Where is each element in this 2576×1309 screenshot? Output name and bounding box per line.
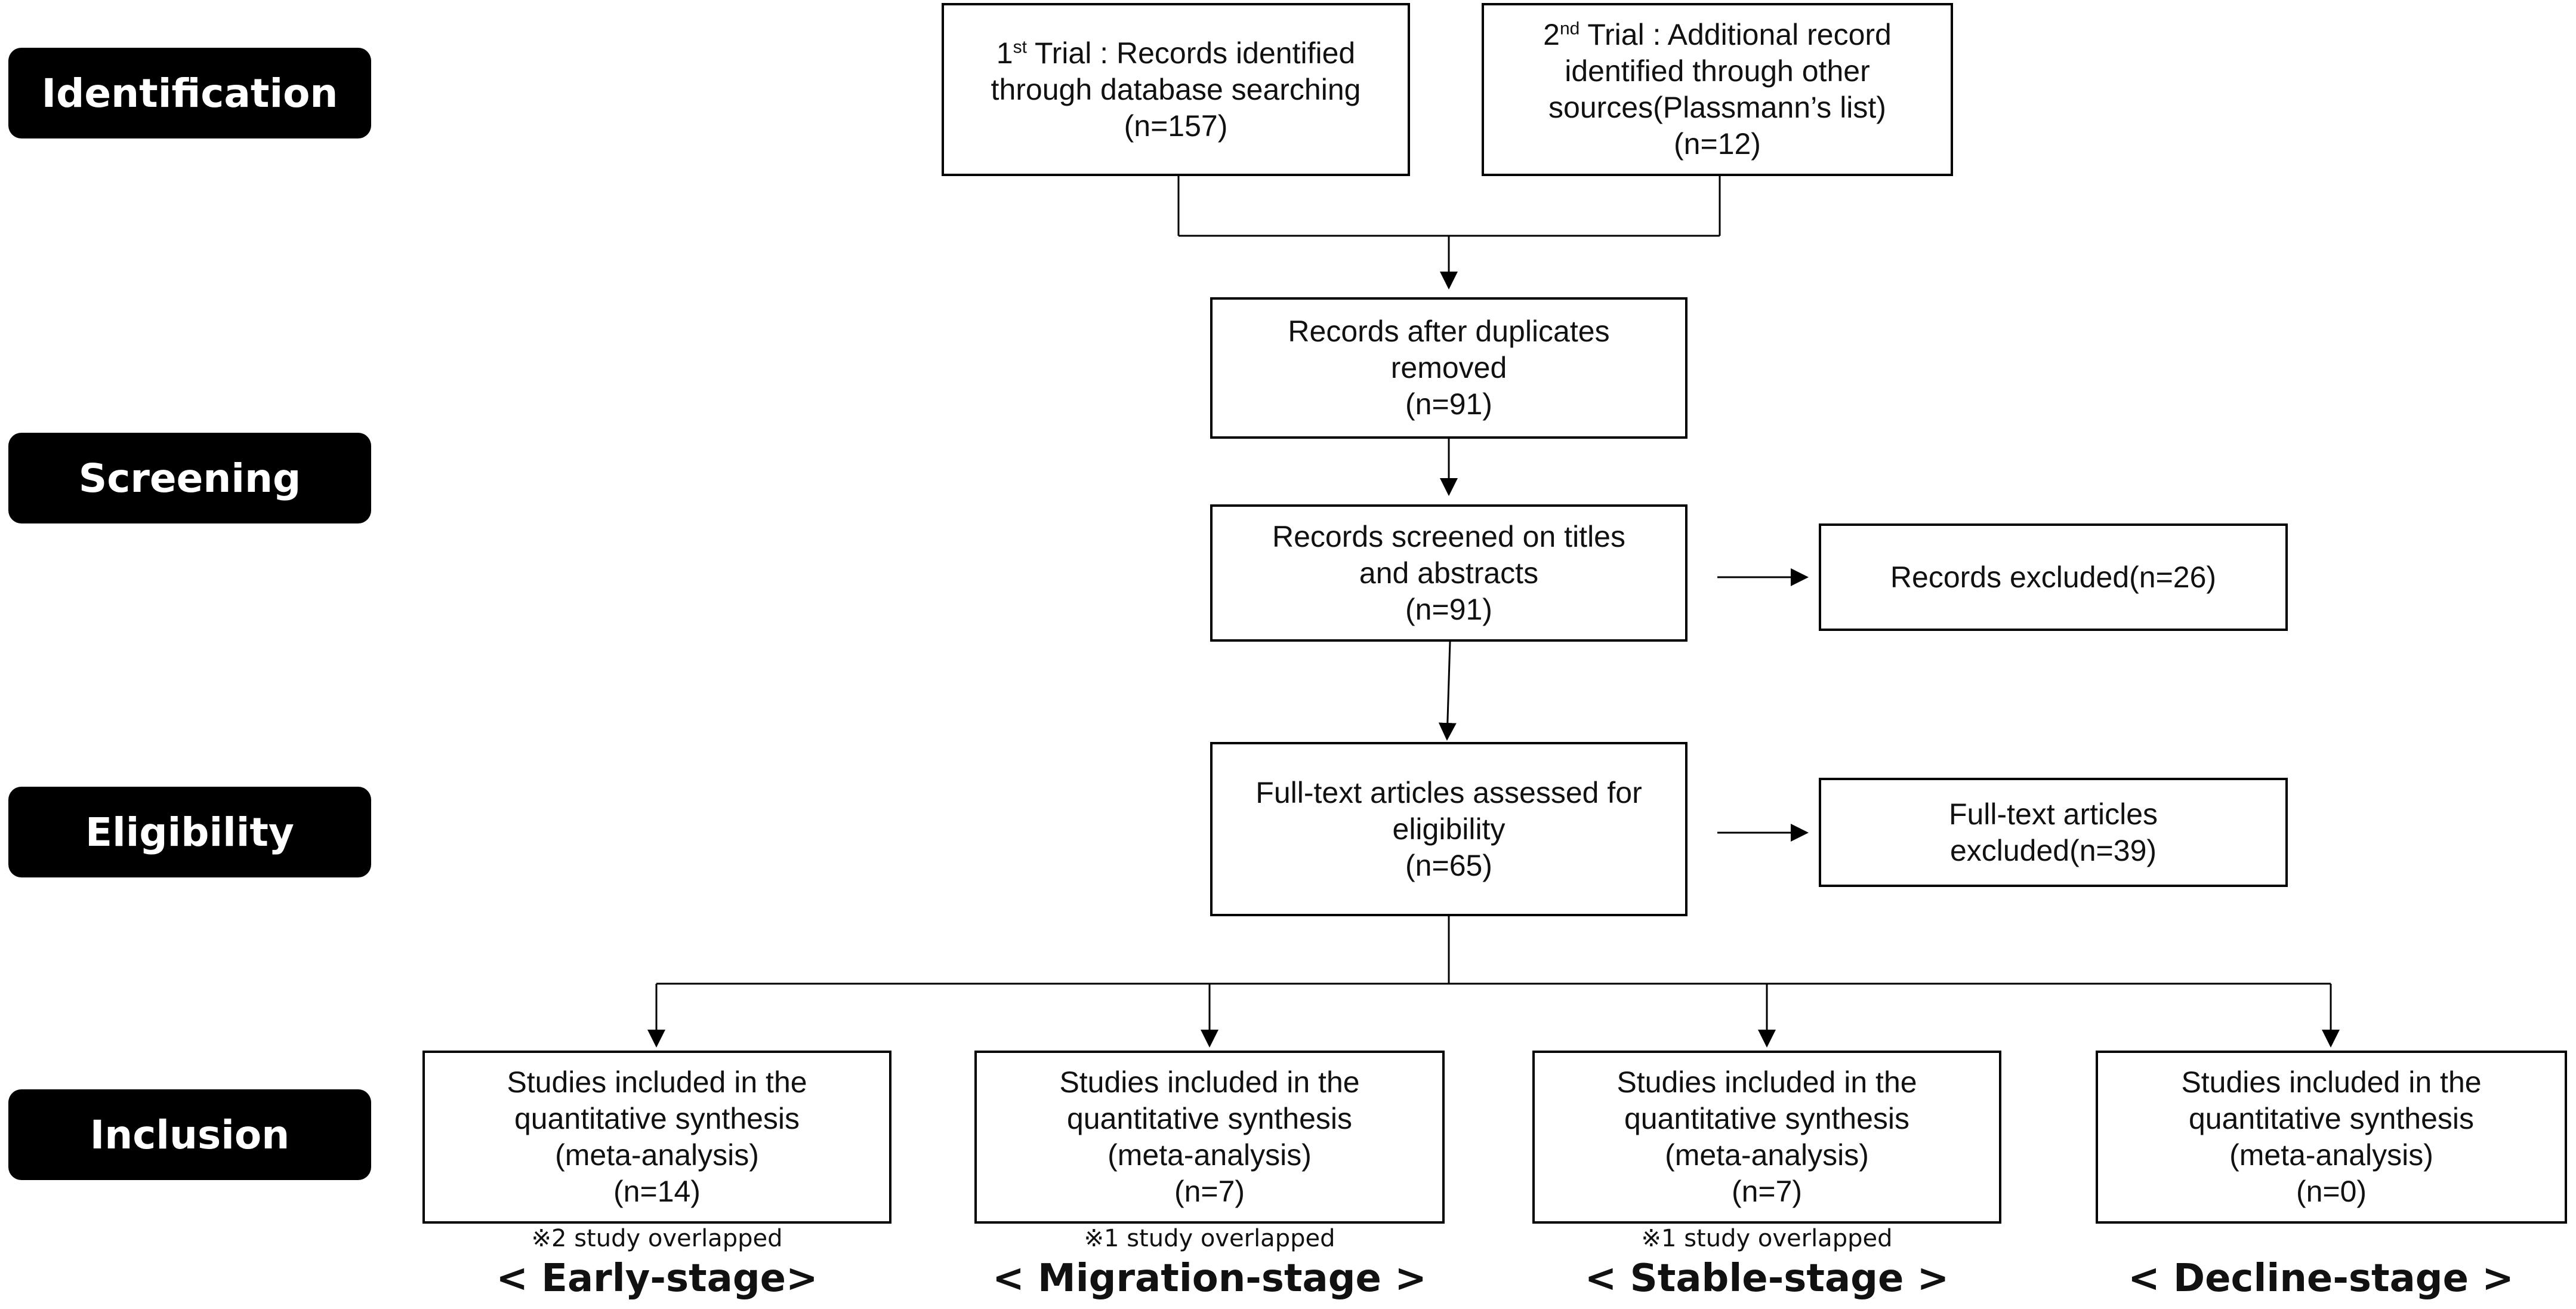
inclusion-box-migration: Studies included in the quantitative syn… xyxy=(974,1051,1445,1224)
stage-label-stable: < Stable-stage > xyxy=(1584,1256,1949,1301)
screened-box: Records screened on titles and abstracts… xyxy=(1210,504,1687,642)
trial2-box: 2nd Trial : Additional record identified… xyxy=(1482,3,1953,176)
fulltext-box: Full-text articles assessed for eligibil… xyxy=(1210,742,1687,916)
phase-eligibility: Eligibility xyxy=(8,787,371,877)
stage-label-early: < Early-stage> xyxy=(496,1256,818,1301)
phase-identification: Identification xyxy=(8,48,371,138)
inclusion-box-decline: Studies included in the quantitative syn… xyxy=(2096,1051,2567,1224)
phase-screening: Screening xyxy=(8,433,371,523)
inclusion-box-early: Studies included in the quantitative syn… xyxy=(422,1051,891,1224)
overlap-note-migration: ※1 study overlapped xyxy=(1084,1225,1335,1252)
overlap-note-early: ※2 study overlapped xyxy=(531,1225,783,1252)
excluded-records-box: Records excluded(n=26) xyxy=(1819,523,2288,631)
stage-label-decline: < Decline-stage > xyxy=(2128,1256,2514,1301)
arrow-to-fulltext xyxy=(1438,641,1457,741)
inclusion-box-stable: Studies included in the quantitative syn… xyxy=(1532,1051,2001,1224)
excluded-fulltext-box: Full-text articles excluded(n=39) xyxy=(1819,778,2288,887)
phase-inclusion: Inclusion xyxy=(8,1089,371,1180)
overlap-note-stable: ※1 study overlapped xyxy=(1641,1225,1893,1252)
duplicates-box: Records after duplicates removed (n=91) xyxy=(1210,297,1687,439)
stage-label-migration: < Migration-stage > xyxy=(992,1256,1427,1301)
trial1-box: 1st Trial : Records identified through d… xyxy=(942,3,1410,176)
